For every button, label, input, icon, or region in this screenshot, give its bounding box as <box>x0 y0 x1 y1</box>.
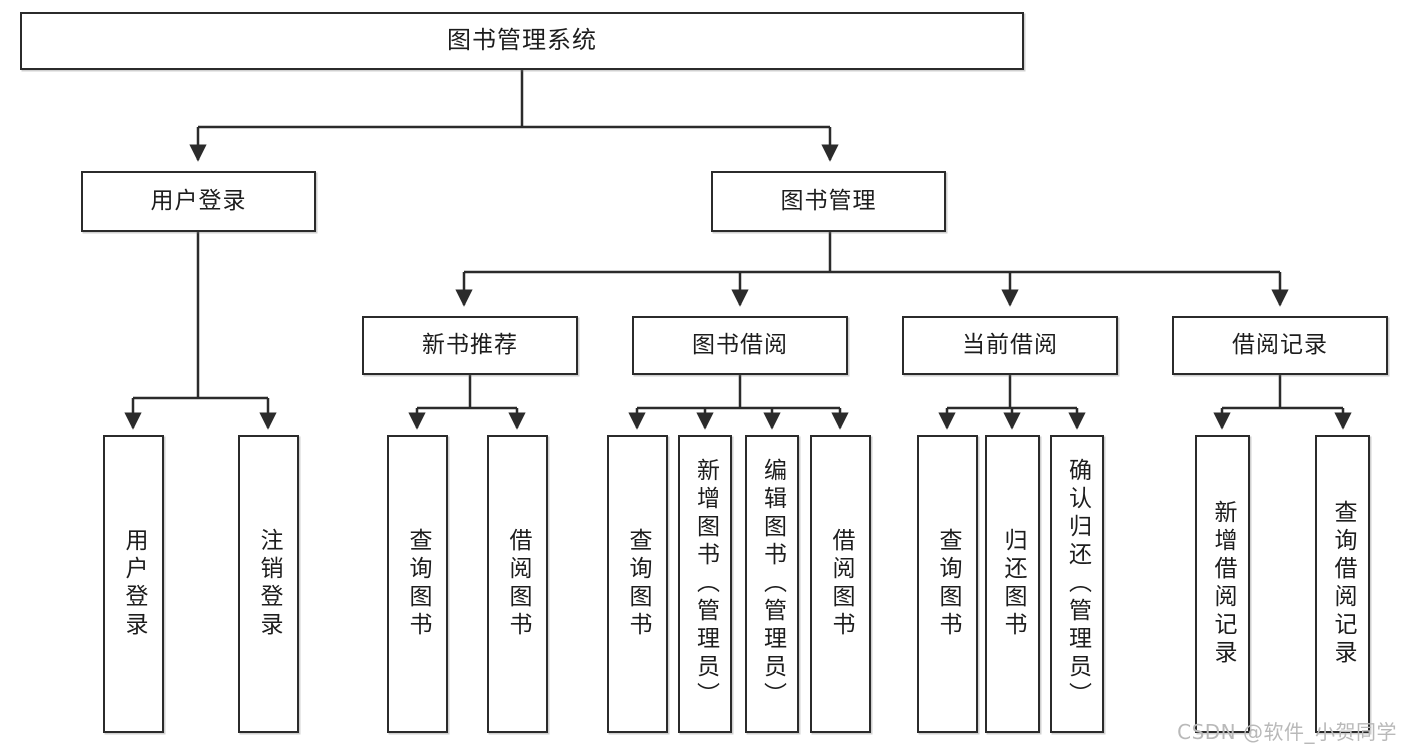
node-label: 查询图书 <box>935 528 961 640</box>
node-label: 新增图书（管理员） <box>692 458 719 710</box>
node-label: 用户登录 <box>121 528 147 640</box>
node-label: 查询图书 <box>625 528 651 640</box>
node-borrow-record[interactable]: 借阅记录 <box>1172 316 1388 375</box>
node-current-borrow[interactable]: 当前借阅 <box>902 316 1118 375</box>
node-book-borrow[interactable]: 图书借阅 <box>632 316 848 375</box>
leaf-current-query-book[interactable]: 查询图书 <box>917 435 978 733</box>
node-label: 编辑图书（管理员） <box>759 458 786 710</box>
node-label: 确认归还（管理员） <box>1064 458 1091 710</box>
node-label: 查询借阅记录 <box>1330 500 1356 668</box>
node-label: 注销登录 <box>256 528 282 640</box>
node-label: 查询图书 <box>405 528 431 640</box>
leaf-user-login-logout[interactable]: 注销登录 <box>238 435 299 733</box>
node-label: 图书管理系统 <box>447 26 597 55</box>
leaf-borrow-query-book[interactable]: 查询图书 <box>607 435 668 733</box>
leaf-recommend-query-book[interactable]: 查询图书 <box>387 435 448 733</box>
csdn-watermark: CSDN @软件_小贺同学 <box>1177 720 1397 744</box>
node-label: 当前借阅 <box>962 332 1058 359</box>
node-label: 借阅图书 <box>505 528 531 640</box>
node-label: 图书借阅 <box>692 332 788 359</box>
leaf-borrow-borrow-book[interactable]: 借阅图书 <box>810 435 871 733</box>
node-label: 归还图书 <box>1000 528 1026 640</box>
leaf-user-login-login[interactable]: 用户登录 <box>103 435 164 733</box>
leaf-borrow-add-book-admin[interactable]: 新增图书（管理员） <box>678 435 732 733</box>
node-root-system[interactable]: 图书管理系统 <box>20 12 1024 70</box>
node-book-management[interactable]: 图书管理 <box>711 171 946 232</box>
leaf-borrow-edit-book-admin[interactable]: 编辑图书（管理员） <box>745 435 799 733</box>
leaf-current-confirm-return-admin[interactable]: 确认归还（管理员） <box>1050 435 1104 733</box>
node-label: 用户登录 <box>150 188 247 215</box>
node-label: 图书管理 <box>780 188 877 215</box>
leaf-record-query-record[interactable]: 查询借阅记录 <box>1315 435 1370 733</box>
node-label: 新增借阅记录 <box>1210 500 1236 668</box>
node-label: 借阅图书 <box>828 528 854 640</box>
leaf-record-add-record[interactable]: 新增借阅记录 <box>1195 435 1250 733</box>
node-user-login[interactable]: 用户登录 <box>81 171 316 232</box>
node-label: 借阅记录 <box>1232 332 1328 359</box>
leaf-current-return-book[interactable]: 归还图书 <box>985 435 1040 733</box>
leaf-recommend-borrow-book[interactable]: 借阅图书 <box>487 435 548 733</box>
node-new-book-recommend[interactable]: 新书推荐 <box>362 316 578 375</box>
node-label: 新书推荐 <box>422 332 518 359</box>
